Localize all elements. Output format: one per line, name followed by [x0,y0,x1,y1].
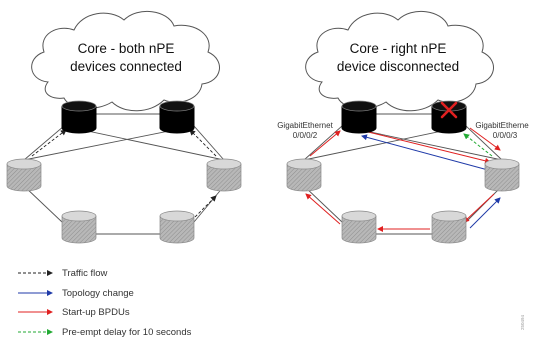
right-topology-arrows [361,134,501,229]
port-label-left-line1: GigabitEthernet [277,121,333,130]
right-links [303,113,503,235]
upe-right-e [484,158,520,192]
upe-left-w [6,158,42,192]
upe-left-e [206,158,242,192]
upe-right-sw [341,210,377,244]
port-label-right-line1: GigabitEtherne [475,121,529,130]
upe-left-se [159,210,195,244]
left-links [23,113,225,235]
legend-label-startup-bpdus: Start-up BPDUs [62,307,130,318]
right-bpdu-arrows [305,127,501,232]
left-diagram: Core - both nPE devices connected [6,10,242,244]
core-cloud-left [31,10,220,112]
upe-right-se [431,210,467,244]
legend: Traffic flow Topology change Start-up BP… [18,268,192,338]
legend-item-topology-change: Topology change [18,288,134,299]
port-label-right-line2: 0/0/0/3 [493,131,518,140]
npe-left-1 [61,100,97,134]
legend-item-traffic-flow: Traffic flow [18,268,108,279]
legend-item-preempt-delay: Pre-empt delay for 10 seconds [18,327,192,338]
legend-label-topology-change: Topology change [62,288,134,299]
cloud-left-line1: Core - both nPE [78,41,175,56]
npe-left-2 [159,100,195,134]
failure-x-icon [440,101,458,119]
upe-right-w [286,158,322,192]
right-diagram: Core - right nPE device disconnected [277,10,529,244]
npe-right-2-disconnected [431,100,467,134]
cloud-right-line1: Core - right nPE [350,41,447,56]
legend-label-preempt-delay: Pre-empt delay for 10 seconds [62,327,192,338]
port-label-left-line2: 0/0/0/2 [293,131,318,140]
upe-left-sw [61,210,97,244]
cloud-right-line2: device disconnected [337,59,459,74]
left-traffic-arrows [31,129,217,225]
figure-id: 250494 [520,314,525,330]
cloud-left-line2: devices connected [70,59,182,74]
right-preempt-arrows [463,133,493,157]
legend-label-traffic-flow: Traffic flow [62,268,108,279]
npe-right-1 [341,100,377,134]
legend-item-startup-bpdus: Start-up BPDUs [18,307,130,318]
